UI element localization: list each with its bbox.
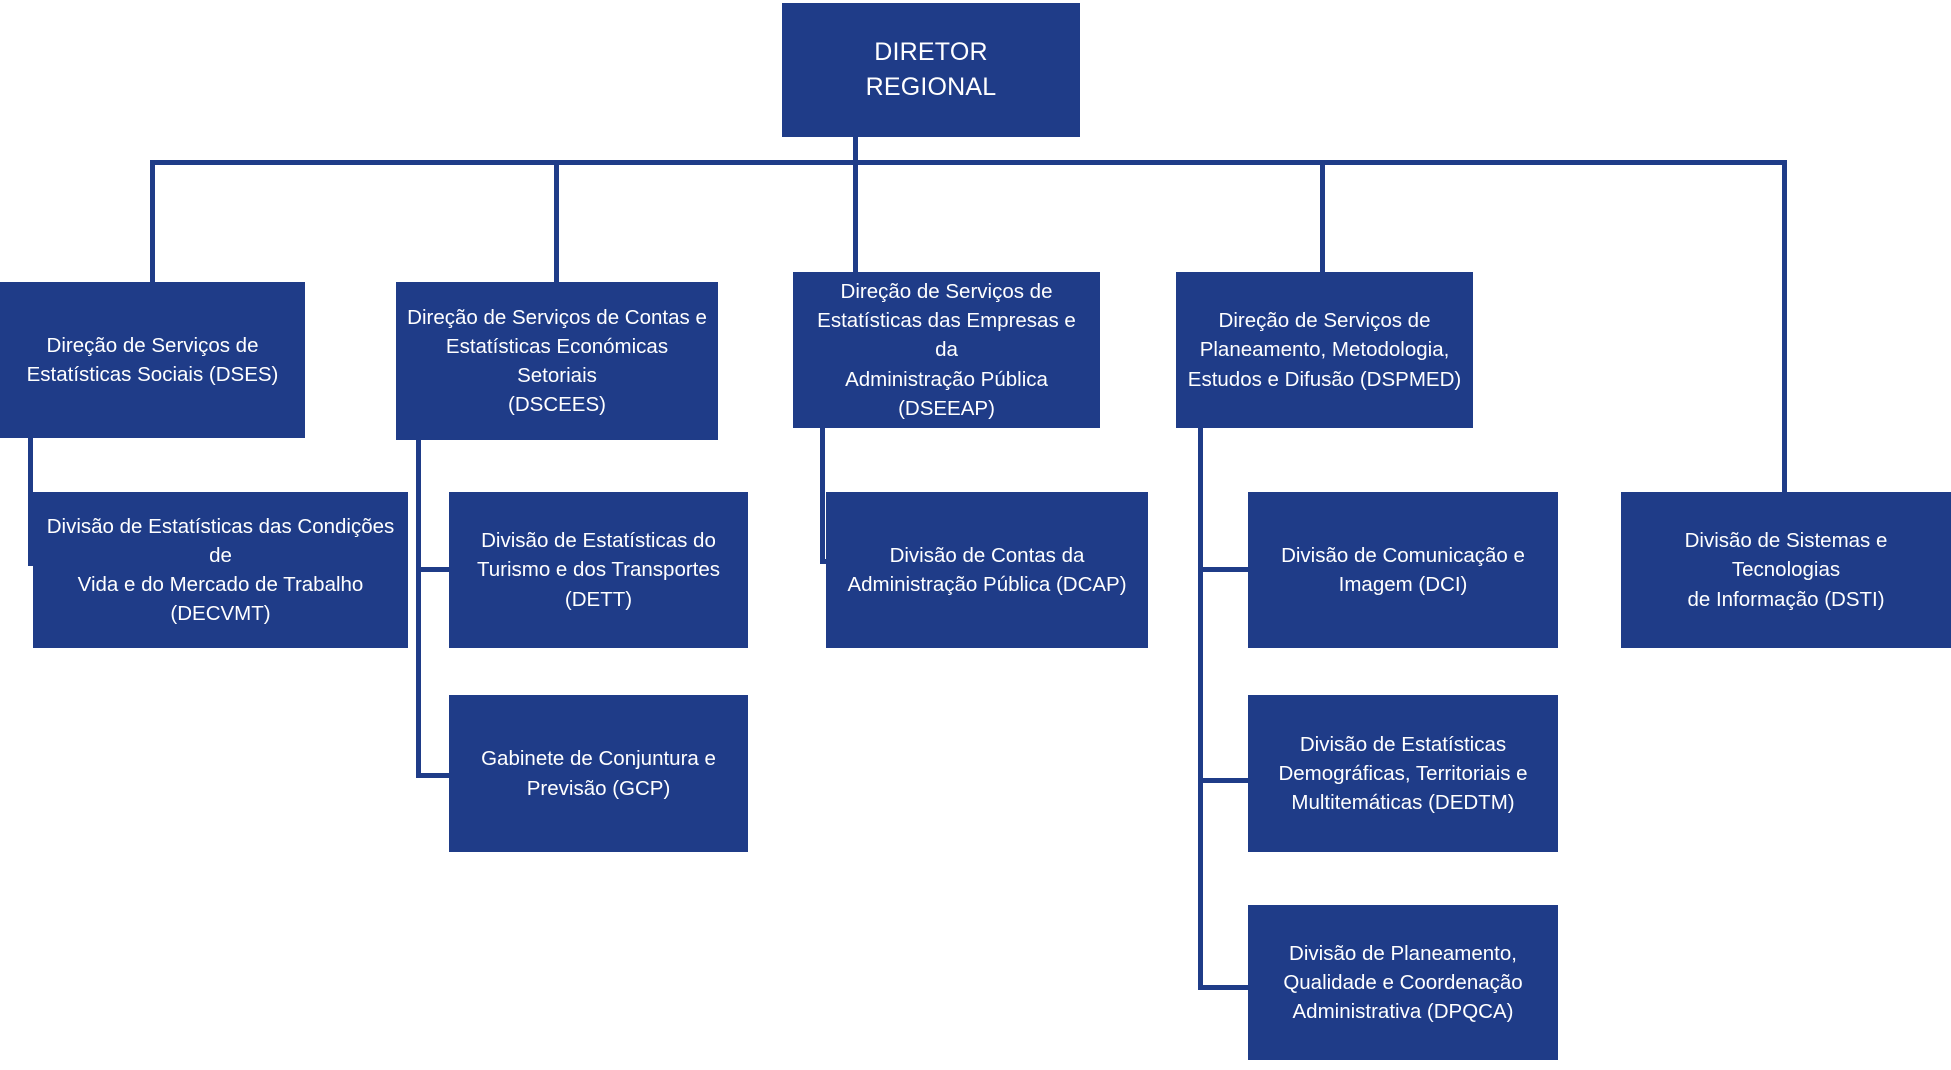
- connector-dscees-spine: [416, 440, 421, 778]
- connector-drop-dses: [150, 160, 155, 284]
- connector-dspmed-to-dpqca: [1198, 985, 1252, 990]
- node-label-dses: Direção de Serviços de Estatísticas Soci…: [26, 333, 279, 386]
- connector-drop-dscees: [554, 160, 559, 284]
- node-label-dseeap: Direção de Serviços de Estatísticas das …: [817, 280, 1076, 420]
- node-dpqca[interactable]: Divisão de Planeamento, Qualidade e Coor…: [1248, 905, 1558, 1060]
- node-label-dsti: Divisão de Sistemas e Tecnologias de Inf…: [1684, 529, 1888, 611]
- connector-drop-dseeap: [853, 160, 858, 274]
- connector-drop-dsti: [1782, 160, 1787, 494]
- node-label-dett: Divisão de Estatísticas do Turismo e dos…: [476, 529, 721, 611]
- connector-dses-spine: [28, 438, 33, 566]
- connector-dspmed-to-dedtm: [1198, 778, 1252, 783]
- connector-dscees-to-dett: [416, 567, 454, 572]
- node-dcap[interactable]: Divisão de Contas da Administração Públi…: [826, 492, 1148, 648]
- connector-root-stem: [853, 137, 858, 165]
- connector-dspmed-spine: [1198, 428, 1203, 990]
- connector-dspmed-to-dci: [1198, 567, 1252, 572]
- node-dses[interactable]: Direção de Serviços de Estatísticas Soci…: [0, 282, 305, 438]
- node-label-diretor-regional: DIRETOR REGIONAL: [865, 37, 997, 102]
- node-dett[interactable]: Divisão de Estatísticas do Turismo e dos…: [449, 492, 748, 648]
- connector-dscees-to-gcp: [416, 773, 454, 778]
- connector-main-bus: [150, 160, 1787, 165]
- node-gcp[interactable]: Gabinete de Conjuntura e Previsão (GCP): [449, 695, 748, 852]
- node-label-dcap: Divisão de Contas da Administração Públi…: [847, 543, 1127, 596]
- node-dscees[interactable]: Direção de Serviços de Contas e Estatíst…: [396, 282, 718, 440]
- node-dsti[interactable]: Divisão de Sistemas e Tecnologias de Inf…: [1621, 492, 1951, 648]
- node-dedtm[interactable]: Divisão de Estatísticas Demográficas, Te…: [1248, 695, 1558, 852]
- node-label-dci: Divisão de Comunicação e Imagem (DCI): [1281, 543, 1525, 596]
- node-label-dpqca: Divisão de Planeamento, Qualidade e Coor…: [1283, 941, 1523, 1024]
- node-label-decvmt: Divisão de Estatísticas das Condições de…: [46, 514, 395, 626]
- node-label-dscees: Direção de Serviços de Contas e Estatíst…: [407, 305, 707, 417]
- node-decvmt[interactable]: Divisão de Estatísticas das Condições de…: [33, 492, 408, 648]
- node-label-dspmed: Direção de Serviços de Planeamento, Meto…: [1187, 309, 1462, 391]
- node-diretor-regional[interactable]: DIRETOR REGIONAL: [782, 3, 1080, 137]
- node-dci[interactable]: Divisão de Comunicação e Imagem (DCI): [1248, 492, 1558, 648]
- node-label-dedtm: Divisão de Estatísticas Demográficas, Te…: [1278, 732, 1528, 815]
- node-dseeap[interactable]: Direção de Serviços de Estatísticas das …: [793, 272, 1100, 428]
- connector-drop-dspmed: [1320, 160, 1325, 274]
- node-label-gcp: Gabinete de Conjuntura e Previsão (GCP): [481, 747, 716, 800]
- node-dspmed[interactable]: Direção de Serviços de Planeamento, Meto…: [1176, 272, 1473, 428]
- connector-dseeap-spine: [820, 428, 825, 564]
